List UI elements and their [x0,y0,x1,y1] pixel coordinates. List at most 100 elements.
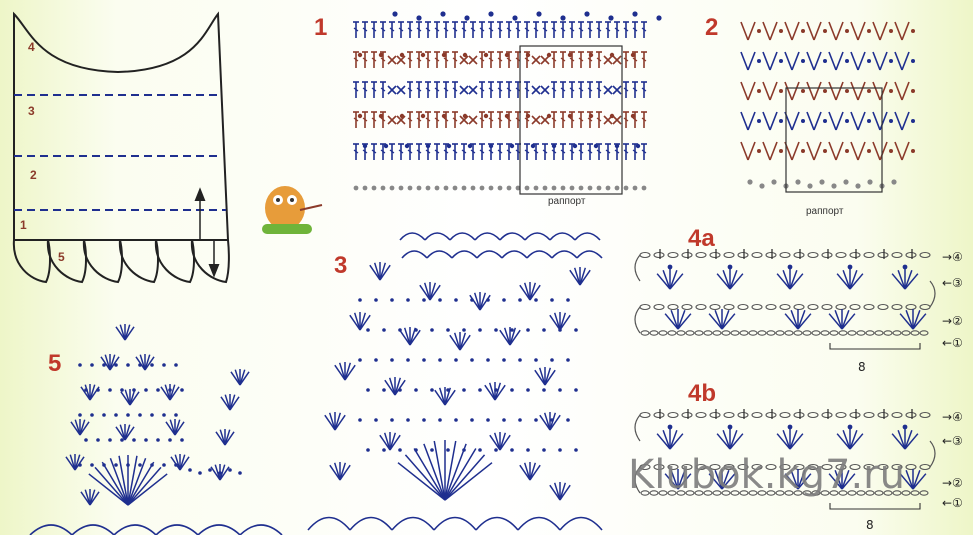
double-crochet-symbol [596,112,602,128]
double-crochet-symbol [398,22,404,38]
double-crochet-symbol [353,22,359,38]
chain-dot [468,144,472,148]
v-stitch-symbol [851,52,865,70]
chain-dot [486,358,490,362]
chain-oval-symbol [884,331,892,335]
double-crochet-symbol [407,82,413,98]
chain-oval-symbol [766,413,776,418]
double-crochet-symbol [488,52,494,68]
v-stitch-symbol [895,52,909,70]
arch-symbol [156,525,198,535]
chain-oval-symbol [864,413,874,418]
v-stitch-symbol [741,112,755,130]
single-crochet-symbol [397,86,405,94]
chain-dot [363,186,368,191]
pattern-2-chart [741,22,915,189]
chain-oval-symbol [920,253,930,258]
row-marker-4a-4: →④ [942,250,963,264]
chain-dot [534,298,538,302]
chain-oval-symbol [682,253,692,258]
shell-fan-symbol [380,432,400,450]
chain-dot [414,328,418,332]
double-crochet-symbol [416,112,422,128]
double-crochet-symbol [407,22,413,38]
chain-oval-symbol [821,331,829,335]
chain-oval-symbol [839,331,847,335]
v-stitch-symbol [807,112,821,130]
single-crochet-symbol [469,86,477,94]
pattern-2-repeat-box [786,88,882,192]
chain-dot [542,328,546,332]
shell-fan-symbol [121,389,139,405]
chain-dot [462,448,466,452]
chain-oval-symbol [864,305,874,310]
chain-dot [566,418,570,422]
double-crochet-symbol [524,144,530,160]
repeat-bracket [830,343,920,349]
shell-fan-symbol [420,282,440,300]
arch-symbol [30,525,72,535]
chain-dot [801,59,805,63]
chain-oval-symbol [659,331,667,335]
shell-fan-symbol [171,454,189,470]
chain-dot [381,186,386,191]
chain-dot [525,186,530,191]
chain-dot [162,463,166,467]
chain-dot [584,11,589,16]
chain-dot [462,388,466,392]
chain-oval-symbol [920,465,930,470]
chain-dot [430,388,434,392]
chain-dot [422,418,426,422]
shell-fan-symbol [166,419,184,435]
double-crochet-symbol [578,52,584,68]
chain-dot [779,59,783,63]
chain-dot [390,418,394,422]
zone-label-4: 4 [28,40,35,54]
v-stitch-symbol [895,22,909,40]
chain-dot [358,418,362,422]
double-crochet-symbol [623,144,629,160]
double-crochet-symbol [605,22,611,38]
chain-dot [399,186,404,191]
double-crochet-symbol [353,112,359,128]
double-crochet-symbol [461,144,467,160]
chain-dot [526,388,530,392]
shell-fan-symbol [231,369,249,385]
v-stitch-symbol [851,112,865,130]
chain-oval-symbol [752,413,762,418]
v-stitch-symbol [785,22,799,40]
arch-symbol [392,518,434,531]
chain-dot [779,119,783,123]
shell-fan-symbol [709,309,735,329]
chain-dot [757,149,761,153]
chain-oval-symbol [724,305,734,310]
single-crochet-symbol [388,56,396,64]
chain-dot [126,413,130,417]
chain-dot [552,144,556,148]
chain-dot [453,186,458,191]
double-crochet-symbol [587,144,593,160]
chain-dot [510,328,514,332]
chain-dot [108,438,112,442]
shell-fan-symbol [71,419,89,435]
chain-oval-symbol [668,413,678,418]
chain-dot [374,358,378,362]
chain-oval-symbol [892,253,902,258]
chain-dot [788,425,793,430]
chain-dot [594,144,598,148]
chain-dot [505,53,509,57]
shell-fan-symbol [829,309,855,329]
chain-dot [138,363,142,367]
shell-fan-symbol [81,384,99,400]
chain-oval-symbol [803,331,811,335]
single-crochet-symbol [532,56,540,64]
double-crochet-symbol [380,22,386,38]
chain-dot [889,29,893,33]
shell-fan-symbol [136,354,154,370]
chain-dot [440,11,445,16]
arch-symbol [527,251,552,258]
chain-dot [442,114,446,118]
shell-fan-symbol [520,462,540,480]
chain-dot [132,438,136,442]
chain-oval-symbol [902,331,910,335]
